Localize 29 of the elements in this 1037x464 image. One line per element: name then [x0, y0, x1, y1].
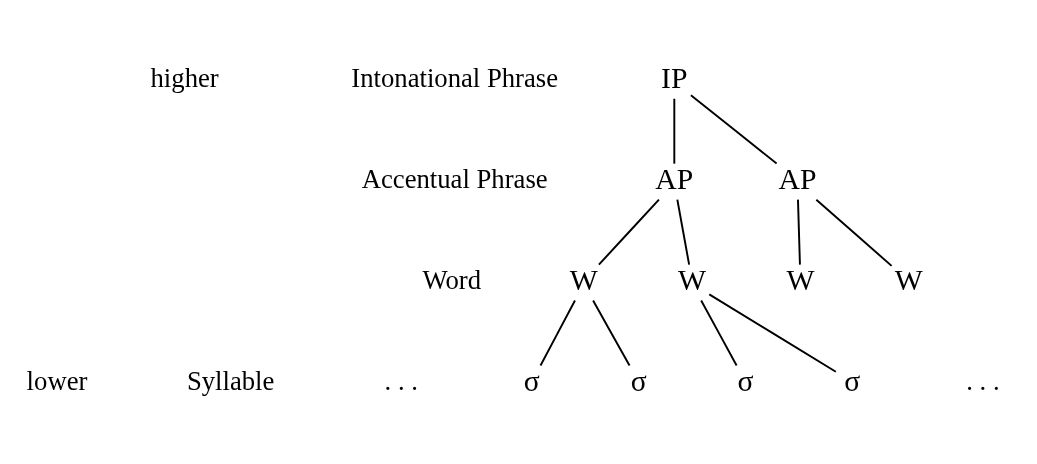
node-text: W	[678, 263, 707, 296]
label: . . .	[384, 365, 418, 396]
label: higher	[150, 63, 219, 94]
label: . . .	[966, 365, 1000, 396]
label: Intonational Phrase	[351, 63, 559, 94]
node-text: W	[786, 263, 815, 296]
connector	[673, 97, 676, 165]
connector	[700, 299, 738, 367]
connector	[815, 198, 893, 267]
node-text: σ	[630, 364, 647, 397]
node-text: AP	[778, 162, 817, 195]
node-text: σ	[844, 364, 861, 397]
connector	[676, 198, 691, 266]
connector	[689, 94, 778, 165]
label: Syllable	[186, 365, 275, 396]
label: lower	[26, 365, 88, 396]
node-text: AP	[655, 162, 694, 195]
node-text: σ	[737, 364, 754, 397]
node-text: W	[569, 263, 598, 296]
connector	[592, 299, 631, 367]
connector	[797, 198, 801, 266]
connector	[708, 293, 837, 373]
connector	[539, 299, 576, 367]
label: Word	[422, 264, 482, 295]
label: Accentual Phrase	[361, 164, 548, 195]
connector	[597, 198, 660, 266]
node-text: W	[894, 263, 923, 296]
node-text: σ	[523, 364, 540, 397]
node-text: IP	[661, 62, 688, 95]
